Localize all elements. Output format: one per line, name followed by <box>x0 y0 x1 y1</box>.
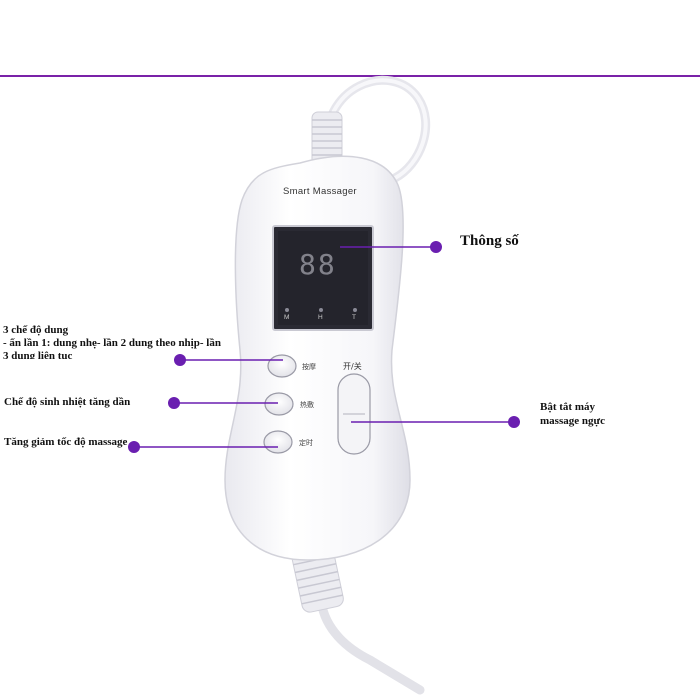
timer-button-label: 定时 <box>299 439 313 447</box>
timer-button[interactable] <box>264 431 292 453</box>
indicator-m: M <box>284 314 290 321</box>
top-divider <box>0 75 700 77</box>
brand-label: Smart Massager <box>283 186 357 197</box>
callout-power: Bật tắt máy massage ngực <box>540 400 605 428</box>
callout-modes-line3: 3 dung liên tục <box>3 350 73 359</box>
callout-modes-line2: - ấn lần 1: dung nhẹ- lần 2 dung theo nh… <box>3 337 221 349</box>
mode-button-label: 按摩 <box>302 363 316 371</box>
callout-heat: Chế độ sinh nhiệt tăng dần <box>4 396 131 408</box>
callout-speed: Tăng giảm tốc độ massage <box>4 436 128 448</box>
callout-power-line2: massage ngực <box>540 415 605 427</box>
device-body <box>224 155 411 561</box>
indicator-h: H <box>318 314 323 321</box>
heat-button[interactable] <box>265 393 293 415</box>
heat-button-shape <box>264 392 294 416</box>
heat-button-label: 热敷 <box>300 401 314 409</box>
mode-button[interactable] <box>268 355 296 377</box>
power-button-label: 开/关 <box>343 362 362 371</box>
segment-display: 88 <box>299 248 337 281</box>
callout-display: Thông số <box>460 233 519 249</box>
power-button[interactable] <box>338 374 370 454</box>
callout-power-line1: Bật tắt máy <box>540 401 595 413</box>
callout-modes-line1: 3 chế độ dung <box>3 324 69 336</box>
indicator-t: T <box>352 314 356 321</box>
callout-modes: 3 chế độ dung - ấn lần 1: dung nhẹ- lần … <box>3 324 221 359</box>
